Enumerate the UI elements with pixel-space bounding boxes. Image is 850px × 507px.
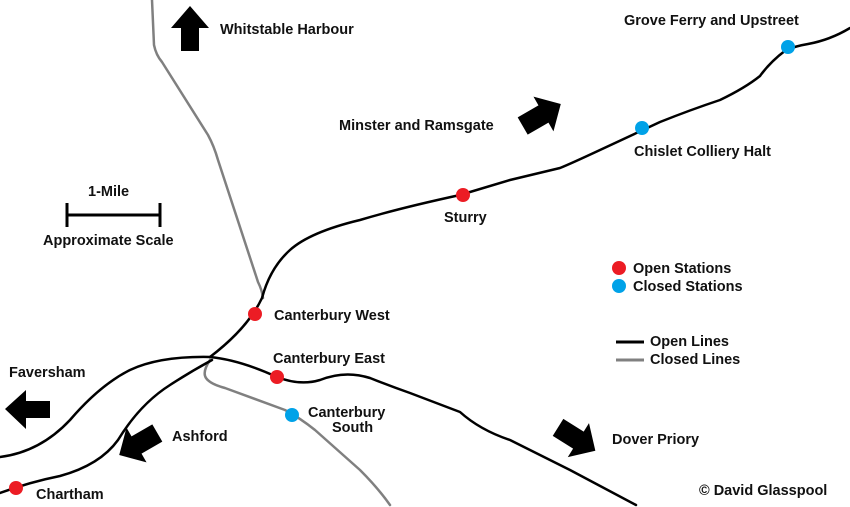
- open-line-dover: [208, 355, 638, 507]
- destination-label-dover: Dover Priory: [612, 432, 699, 448]
- station-label-canterbury-west: Canterbury West: [274, 308, 390, 324]
- scale-bar: 1-Mile Approximate Scale: [43, 184, 174, 249]
- legend-open-station-icon: [612, 261, 626, 275]
- station-label-canterbury-south-2: South: [332, 420, 373, 436]
- destination-label-ashford: Ashford: [172, 429, 228, 445]
- station-label-chislet: Chislet Colliery Halt: [634, 144, 771, 160]
- open-line-faversham: [0, 355, 212, 459]
- station-marker-grove-ferry[interactable]: [781, 40, 795, 54]
- station-label-canterbury-south-1: Canterbury: [308, 405, 385, 421]
- legend-open-lines-label: Open Lines: [650, 334, 729, 350]
- arrow-west-icon: [5, 390, 50, 429]
- closed-line-canterbury-south: [203, 358, 392, 507]
- scale-distance-label: 1-Mile: [88, 184, 129, 200]
- destination-label-whitstable: Whitstable Harbour: [220, 22, 354, 38]
- station-marker-chislet[interactable]: [635, 121, 649, 135]
- legend-closed-stations-label: Closed Stations: [633, 279, 743, 295]
- station-marker-canterbury-south[interactable]: [285, 408, 299, 422]
- arrow-south-west-icon: [119, 424, 163, 463]
- arrow-south-east-icon: [552, 418, 596, 458]
- station-label-chartham: Chartham: [36, 487, 104, 503]
- station-label-grove-ferry: Grove Ferry and Upstreet: [624, 13, 799, 29]
- station-marker-canterbury-west[interactable]: [248, 307, 262, 321]
- station-label-canterbury-east: Canterbury East: [273, 351, 385, 367]
- scale-caption: Approximate Scale: [43, 233, 174, 249]
- station-label-sturry: Sturry: [444, 210, 487, 226]
- station-marker-sturry[interactable]: [456, 188, 470, 202]
- station-marker-chartham[interactable]: [9, 481, 23, 495]
- legend: Open Stations Closed Stations Open Lines…: [612, 261, 743, 368]
- arrow-north-east-icon: [517, 96, 561, 135]
- legend-open-stations-label: Open Stations: [633, 261, 731, 277]
- station-marker-canterbury-east[interactable]: [270, 370, 284, 384]
- copyright-credit: © David Glasspool: [699, 483, 827, 499]
- legend-closed-station-icon: [612, 279, 626, 293]
- open-line-ashford: [0, 358, 214, 495]
- legend-closed-lines-label: Closed Lines: [650, 352, 740, 368]
- closed-line-whitstable: [150, 0, 265, 300]
- destination-label-ramsgate: Minster and Ramsgate: [339, 118, 494, 134]
- destination-label-faversham: Faversham: [9, 365, 86, 381]
- arrow-north-icon: [171, 6, 209, 51]
